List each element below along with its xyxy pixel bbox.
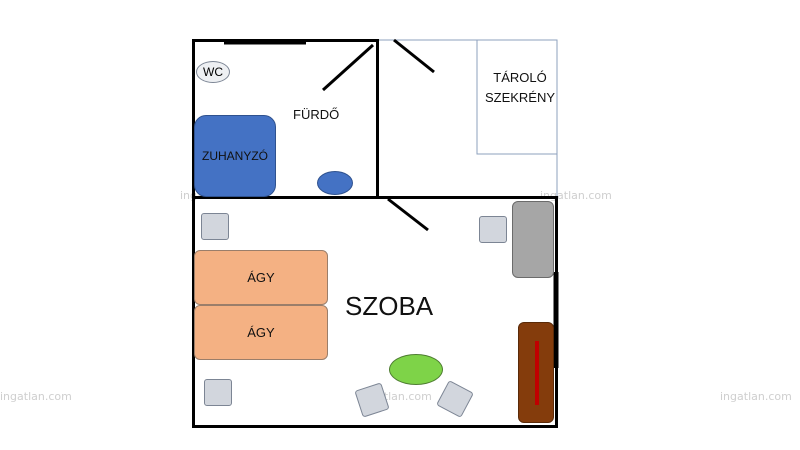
heater-element [535,341,539,405]
room-label: SZOBA [345,291,434,321]
shower-label: ZUHANYZÓ [202,149,268,163]
wc-fixture: WC [196,61,230,83]
storage-label-line2: SZEKRÉNY [484,90,556,105]
room-door [387,197,429,232]
bathroom-label: FÜRDŐ [293,107,340,122]
stool-top-right [479,216,507,243]
storage-area-outline [376,39,558,199]
stool-bottom-left [204,379,232,406]
bed-2-label: ÁGY [247,325,275,340]
bed-2: ÁGY [194,305,328,360]
sink [317,171,353,195]
bed-1-label: ÁGY [247,270,275,285]
watermark: ingatlan.com [0,390,72,403]
storage-door [393,38,435,74]
bed-1: ÁGY [194,250,328,305]
heater [518,322,554,423]
wc-label: WC [203,65,223,79]
watermark: ingatlan.com [720,390,792,403]
storage-label: TÁROLÓ SZEKRÉNY [477,68,563,108]
stool-top-left [201,213,229,240]
cabinet [512,201,554,278]
table [389,354,443,385]
storage-label-line1: TÁROLÓ [493,70,547,85]
shower: ZUHANYZÓ [194,115,276,197]
storage-cabinet [476,39,558,155]
bathroom-door [321,43,375,92]
